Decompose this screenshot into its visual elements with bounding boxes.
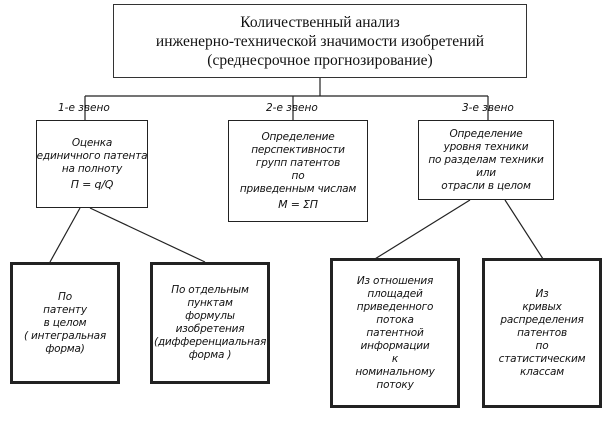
- node-single-patent-evaluation: Оценка единичного патента на полноту Π =…: [36, 120, 148, 208]
- node-text: потоку: [376, 378, 414, 391]
- node-area-ratio: Из отношения площадей приведенного поток…: [330, 258, 460, 408]
- node-text: приведенным числам: [239, 183, 357, 195]
- link-label-3: 3-е звено: [462, 102, 514, 114]
- node-text: Из отношения: [356, 274, 434, 287]
- node-integral-form: По патенту в целом ( интегральная форма): [10, 262, 120, 384]
- node-text: патентов: [517, 326, 567, 339]
- node-text: на полноту: [61, 163, 123, 175]
- node-text: уровня техники: [443, 140, 529, 153]
- node-text: приведенного: [356, 300, 434, 313]
- formula: M = ΣΠ: [278, 198, 318, 211]
- node-text: статистическим: [498, 352, 586, 365]
- node-text: групп патентов: [255, 157, 341, 169]
- node-text: по: [535, 339, 549, 352]
- node-text: в целом: [43, 316, 87, 329]
- node-text: ( интегральная: [23, 329, 107, 342]
- node-text: к: [391, 352, 399, 365]
- node-text: формулы: [185, 310, 235, 322]
- node-text: Оценка: [71, 137, 113, 149]
- node-text: кривых: [522, 300, 562, 313]
- node-differential-form: По отдельным пунктам формулы изобретения…: [150, 262, 270, 384]
- branch-1a: [49, 207, 81, 263]
- node-text: Определение: [449, 127, 523, 140]
- node-text: патентной: [366, 326, 424, 339]
- node-text: форма ): [188, 349, 232, 361]
- node-text: потока: [376, 313, 414, 326]
- formula: Π = q/Q: [70, 178, 114, 191]
- node-text: единичного патента: [36, 150, 148, 162]
- node-technology-level: Определение уровня техники по разделам т…: [418, 120, 554, 200]
- node-text: (дифференциальная: [153, 336, 267, 348]
- node-text: Определение: [261, 131, 335, 143]
- title-line: инженерно-технической значимости изобрет…: [155, 32, 485, 50]
- title-line: Количественный анализ: [240, 13, 400, 31]
- link-label-1: 1-е звено: [58, 102, 110, 114]
- node-text: площадей: [367, 287, 423, 300]
- node-text: по разделам техники: [428, 153, 544, 166]
- node-distribution-curves: Из кривых распределения патентов по стат…: [482, 258, 602, 408]
- branch-1b: [89, 207, 206, 263]
- node-text: номинальному: [355, 365, 435, 378]
- node-patent-group-prospects: Определение перспективности групп патент…: [228, 120, 368, 222]
- branch-3b: [504, 199, 546, 263]
- node-text: распределения: [500, 313, 584, 326]
- node-text: или: [476, 166, 496, 179]
- node-text: По: [58, 290, 72, 303]
- link-label-2: 2-е звено: [266, 102, 318, 114]
- node-text: информации: [360, 339, 430, 352]
- node-text: классам: [520, 365, 564, 378]
- title-box: Количественный анализ инженерно-техничес…: [113, 4, 527, 78]
- node-text: Из: [535, 287, 549, 300]
- node-text: По отдельным: [171, 284, 249, 296]
- node-text: патенту: [43, 303, 87, 316]
- title-line: (среднесрочное прогнозирование): [207, 51, 433, 69]
- node-text: отрасли в целом: [441, 179, 531, 192]
- node-text: пунктам: [187, 297, 233, 309]
- node-text: форма): [45, 342, 85, 355]
- node-text: перспективности: [251, 144, 345, 156]
- node-text: по: [291, 170, 305, 182]
- node-text: изобретения: [175, 323, 245, 335]
- branch-3a: [369, 199, 471, 263]
